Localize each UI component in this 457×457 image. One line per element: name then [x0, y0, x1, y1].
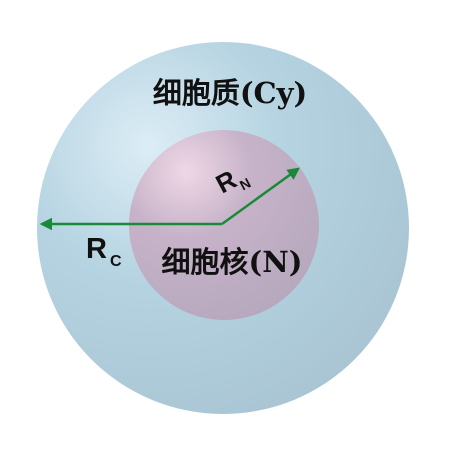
nucleus-circle — [129, 130, 319, 320]
cytoplasm-label: 细胞质(Cy) — [153, 76, 307, 110]
cytoplasm-radius-letter: R — [86, 233, 107, 265]
cytoplasm-radius-subscript: C — [110, 253, 122, 270]
nucleus-label: 细胞核(N) — [162, 245, 303, 279]
cytoplasm-radius-label: R C — [86, 233, 122, 270]
nucleus-radius-arrow — [221, 167, 301, 226]
